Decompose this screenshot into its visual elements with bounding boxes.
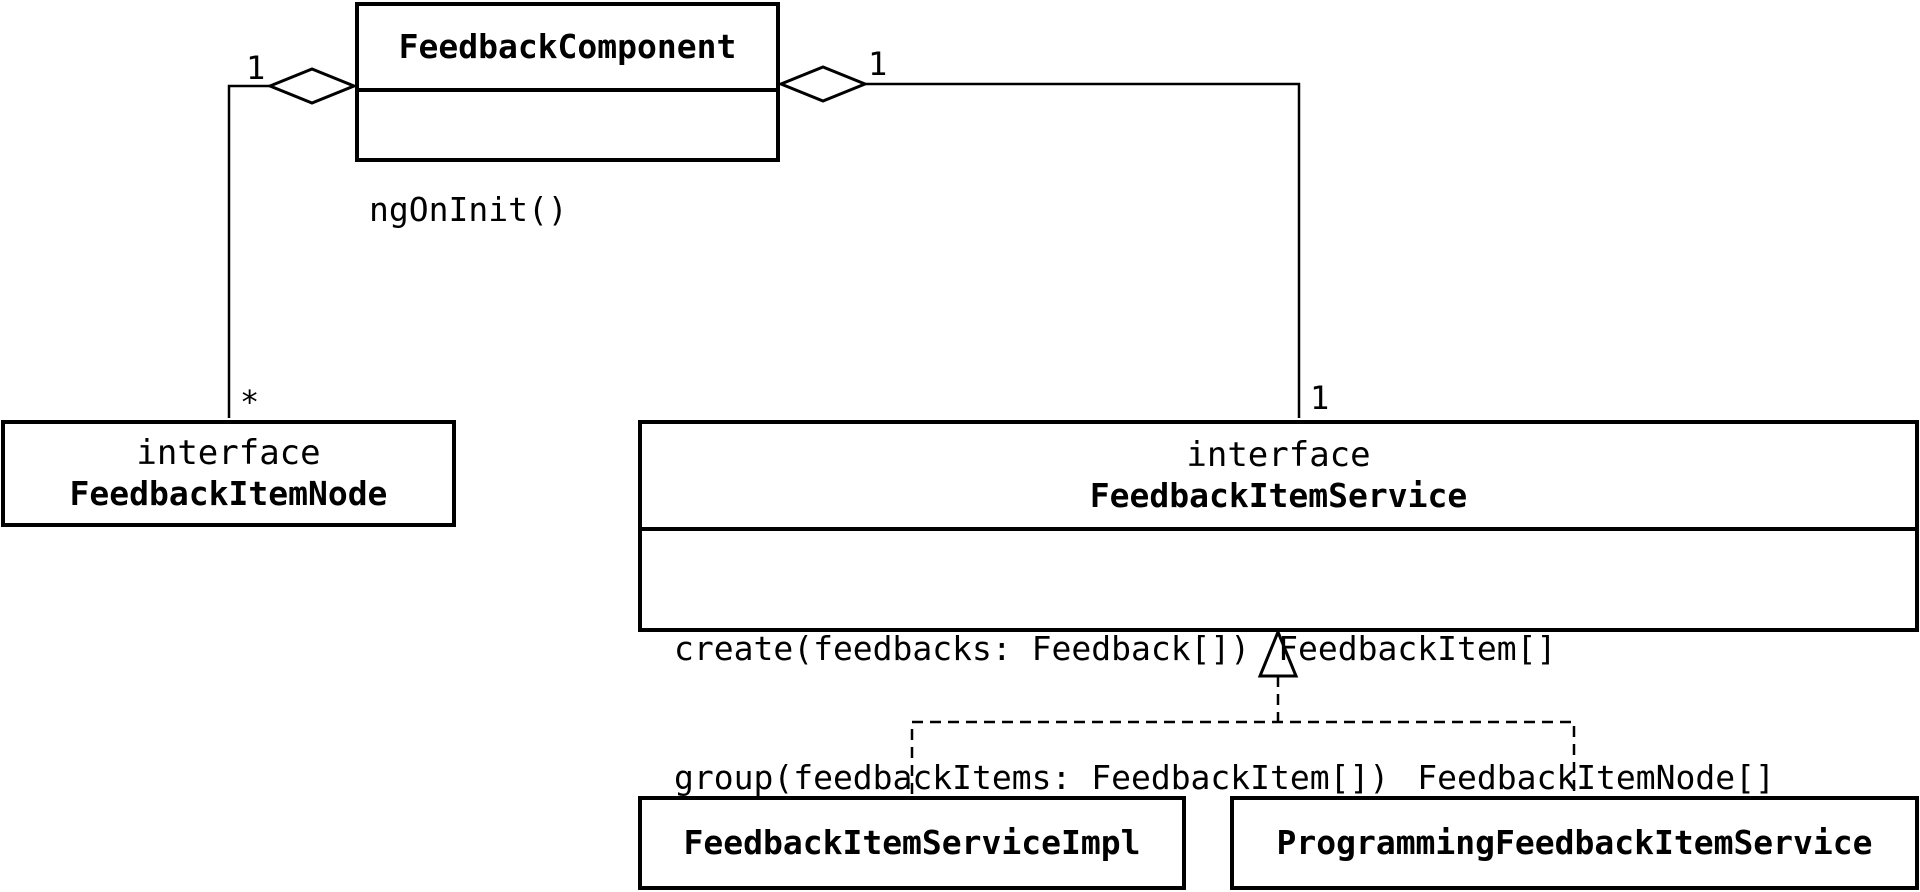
class-name: FeedbackComponent bbox=[398, 27, 737, 66]
interface-feedback-item-node[interactable]: interface FeedbackItemNode bbox=[1, 420, 456, 527]
operations-compartment: create(feedbacks: Feedback[]) FeedbackIte… bbox=[642, 527, 1915, 797]
aggregation-component-service bbox=[777, 65, 1301, 418]
realization-branch bbox=[910, 720, 1576, 794]
aggregation-diamond-node bbox=[266, 67, 358, 105]
class-name: FeedbackItemService bbox=[1089, 475, 1468, 515]
operation-create: create(feedbacks: Feedback[]) FeedbackIte… bbox=[674, 627, 1915, 670]
stereotype-label: interface bbox=[136, 432, 321, 473]
aggregation-diamond-service bbox=[777, 65, 869, 103]
multiplicity-component-node-source: 1 bbox=[246, 49, 266, 87]
class-programming-feedback-item-service[interactable]: ProgrammingFeedbackItemService bbox=[1230, 796, 1919, 890]
class-header: interface FeedbackItemService bbox=[642, 424, 1915, 527]
operation-return-type: FeedbackItem[] bbox=[1278, 629, 1557, 668]
operation: ngOnInit() bbox=[369, 190, 568, 229]
class-header: ProgrammingFeedbackItemService bbox=[1234, 800, 1915, 886]
operation-signature: group(feedbackItems: FeedbackItem[]) bbox=[674, 758, 1390, 797]
class-header: interface FeedbackItemNode bbox=[5, 424, 452, 523]
multiplicity-component-service-target: 1 bbox=[1310, 379, 1330, 417]
class-header: FeedbackComponent bbox=[359, 6, 776, 88]
class-feedback-item-service-impl[interactable]: FeedbackItemServiceImpl bbox=[638, 796, 1186, 890]
class-feedback-component[interactable]: FeedbackComponent ngOnInit() bbox=[355, 2, 780, 229]
realization-edges bbox=[910, 628, 1576, 794]
multiplicity-component-service-source: 1 bbox=[868, 45, 888, 83]
multiplicity-component-node-target: * bbox=[240, 383, 260, 421]
realization-triangle-head bbox=[1257, 628, 1299, 678]
operation-signature: create(feedbacks: Feedback[]) bbox=[674, 629, 1251, 668]
stereotype-label: interface bbox=[1186, 434, 1371, 475]
class-name: FeedbackItemServiceImpl bbox=[683, 823, 1141, 862]
aggregation-component-node bbox=[227, 67, 358, 418]
operations-compartment: ngOnInit() bbox=[359, 88, 776, 229]
operation-return-type: FeedbackItemNode[] bbox=[1417, 758, 1775, 797]
class-name: ProgrammingFeedbackItemService bbox=[1276, 823, 1873, 862]
class-header: FeedbackItemServiceImpl bbox=[642, 800, 1182, 886]
aggregation-line-node bbox=[227, 84, 270, 418]
interface-feedback-item-service[interactable]: interface FeedbackItemService create(fee… bbox=[638, 420, 1919, 797]
class-name: FeedbackItemNode bbox=[69, 473, 388, 513]
operation-group: group(feedbackItems: FeedbackItem[]) Feed… bbox=[674, 756, 1915, 799]
aggregation-line-service bbox=[865, 82, 1301, 418]
